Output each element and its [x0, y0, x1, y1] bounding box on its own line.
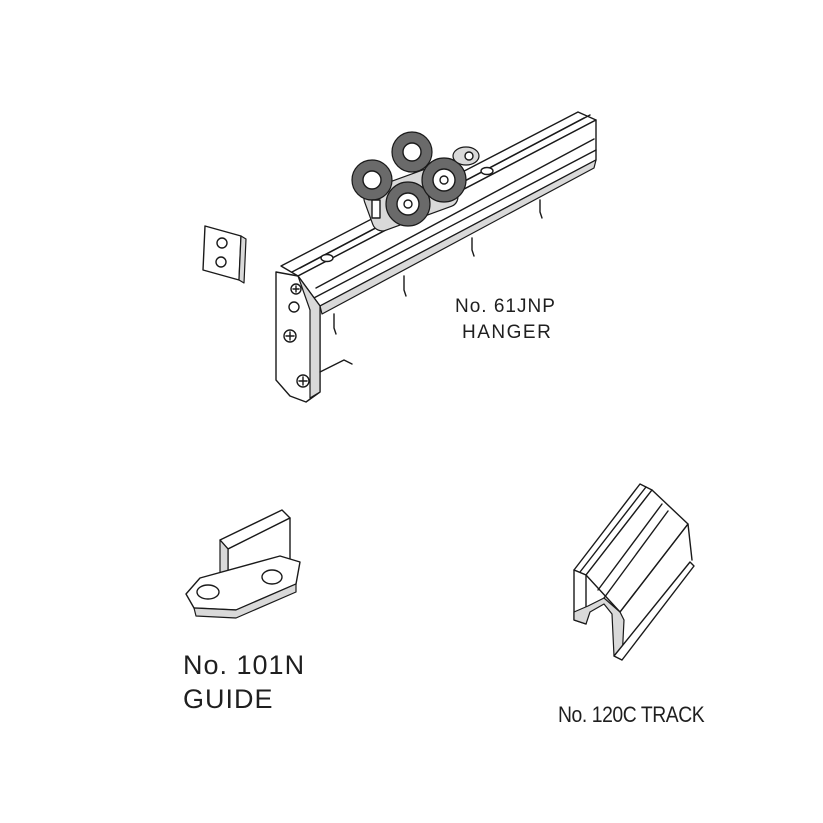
guide-name: GUIDE: [183, 684, 274, 714]
roller-carriage: [351, 131, 480, 232]
hanger-model-number: No. 61JNP: [455, 296, 556, 317]
hanger-bracket: [275, 111, 597, 403]
guide-label: No. 101N GUIDE: [183, 648, 305, 716]
guide-part: [185, 509, 301, 619]
mounting-plate: [202, 225, 247, 284]
track-label: No. 120C TRACK: [558, 702, 705, 728]
hanger-label: No. 61JNP HANGER: [455, 294, 556, 346]
guide-model-number: No. 101N: [183, 650, 306, 680]
track-model-number: No. 120C TRACK: [558, 702, 705, 727]
hanger-name: HANGER: [462, 322, 553, 343]
track-part: [573, 483, 695, 661]
